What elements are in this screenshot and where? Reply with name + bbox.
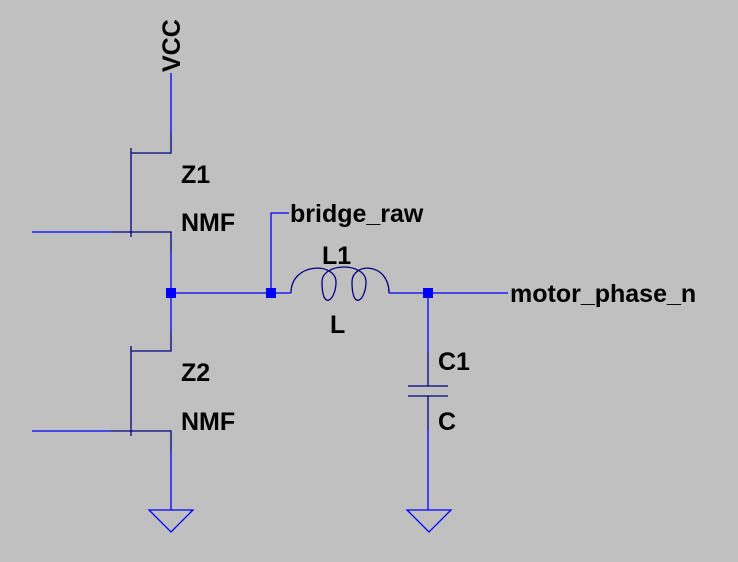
motor-phase-n-label: motor_phase_n <box>510 280 696 308</box>
bridge-raw-label: bridge_raw <box>290 200 424 228</box>
ground-icon <box>405 509 453 533</box>
ground-c1[interactable] <box>405 430 453 533</box>
ground-z2[interactable] <box>147 451 195 533</box>
z2-ref-label: Z2 <box>181 359 210 387</box>
c1-ref-label: C1 <box>438 348 470 376</box>
junction-bridge-raw <box>266 288 276 298</box>
junction-output <box>423 288 433 298</box>
z2-value-label: NMF <box>181 408 235 436</box>
z1-value-label: NMF <box>181 209 235 237</box>
l1-ref-label: L1 <box>322 242 351 270</box>
junction-switch-node <box>166 288 176 298</box>
ground-icon <box>147 509 195 533</box>
c1-value-label: C <box>438 408 456 436</box>
transistor-z2[interactable]: Z2 NMF <box>32 331 235 451</box>
vcc-net[interactable]: VCC <box>158 19 186 133</box>
l1-value-label: L <box>330 311 345 339</box>
transistor-z1[interactable]: Z1 NMF <box>32 133 235 252</box>
switch-node-net[interactable]: bridge_raw <box>166 200 424 331</box>
vcc-label: VCC <box>158 19 186 72</box>
capacitor-c1[interactable]: C1 C <box>408 348 470 436</box>
motor-phase-net[interactable]: motor_phase_n <box>389 280 696 352</box>
inductor-l1[interactable]: L1 L <box>290 242 390 339</box>
z1-ref-label: Z1 <box>181 161 210 189</box>
